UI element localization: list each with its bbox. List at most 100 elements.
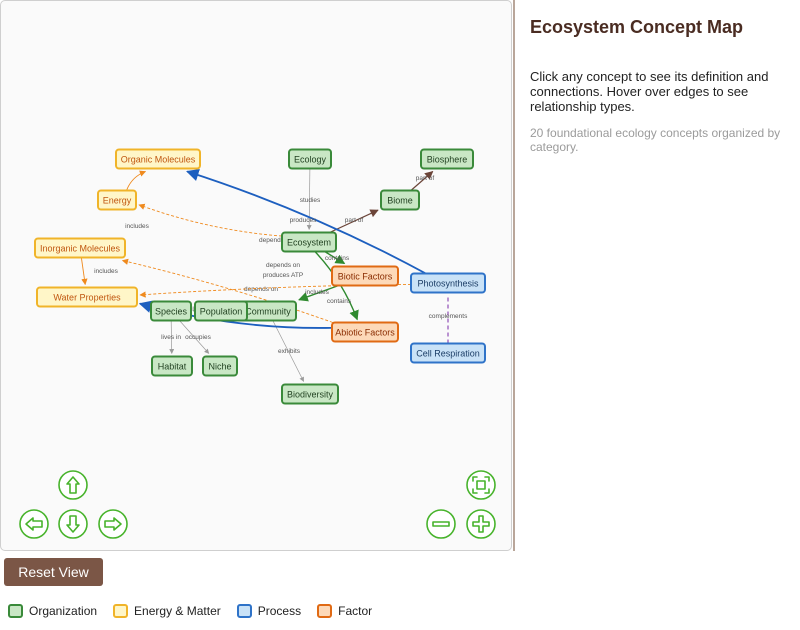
edge-label: part of	[345, 217, 364, 224]
edge-abiotic-inorganic[interactable]: depends on	[121, 258, 333, 323]
node-abiotic[interactable]: Abiotic Factors	[331, 321, 399, 343]
node-community[interactable]: Community	[239, 300, 297, 322]
panel-meta: 20 foundational ecology concepts organiz…	[530, 126, 781, 154]
node-species[interactable]: Species	[150, 300, 192, 322]
node-label: Community	[245, 307, 291, 317]
node-label: Water Properties	[53, 293, 121, 303]
edge-label: depends on	[244, 286, 278, 293]
edge-biotic-community[interactable]: includes	[298, 284, 339, 302]
edge-label: produces ATP	[263, 272, 303, 279]
arrow-down-icon[interactable]	[58, 509, 88, 539]
edge-label: part of	[416, 175, 435, 182]
node-box[interactable]	[281, 231, 337, 253]
arrow-right-icon[interactable]	[98, 509, 128, 539]
node-label: Biodiversity	[287, 390, 334, 400]
node-box[interactable]	[97, 189, 137, 211]
node-biosphere[interactable]: Biosphere	[420, 148, 474, 170]
node-box[interactable]	[150, 300, 192, 322]
zoom-out-icon[interactable]	[426, 509, 456, 539]
concept-map-canvas[interactable]: studies part of part of contains contains dep…	[0, 0, 512, 551]
edge-line[interactable]	[186, 168, 427, 275]
node-niche[interactable]: Niche	[202, 355, 238, 377]
node-box[interactable]	[36, 286, 138, 308]
arrow-left-icon[interactable]	[19, 509, 49, 539]
panel-title: Ecosystem Concept Map	[530, 17, 744, 37]
concept-map-graph[interactable]: studies part of part of contains contains dep…	[1, 1, 512, 551]
node-box[interactable]	[410, 342, 486, 364]
node-biome[interactable]: Biome	[380, 189, 420, 211]
node-label: Biome	[387, 196, 413, 206]
node-biotic[interactable]: Biotic Factors	[331, 265, 399, 287]
node-ecosystem[interactable]: Ecosystem	[281, 231, 337, 253]
node-energy[interactable]: Energy	[97, 189, 137, 211]
node-label: Photosynthesis	[417, 279, 479, 289]
node-box[interactable]	[420, 148, 474, 170]
edge-species-habitat[interactable]: lives in	[161, 320, 181, 354]
reset-view-button[interactable]: Reset View	[4, 558, 103, 586]
edge-ecosystem-energy[interactable]: depends on	[138, 203, 293, 244]
panel-description: Click any concept to see its definition …	[530, 69, 769, 114]
edge-label: depends on	[259, 237, 293, 244]
edge-label: occupies	[185, 334, 211, 341]
node-label: Niche	[208, 362, 231, 372]
edge-biome-biosphere[interactable]: part of	[410, 170, 435, 191]
edge-line[interactable]	[410, 170, 434, 191]
panel-divider[interactable]	[513, 0, 515, 551]
edge-photosynthesis-organic[interactable]: produces	[186, 168, 427, 275]
edge-line[interactable]	[126, 170, 147, 191]
edge-ecology-ecosystem[interactable]: studies	[300, 168, 321, 230]
node-box[interactable]	[281, 383, 339, 405]
edges-layer: studies part of part of contains contains dep…	[80, 168, 468, 382]
edge-line[interactable]	[306, 168, 312, 230]
node-box[interactable]	[380, 189, 420, 211]
legend-swatch-energy-matter	[113, 604, 129, 618]
node-ecology[interactable]: Ecology	[288, 148, 332, 170]
edge-line[interactable]	[138, 203, 283, 237]
node-habitat[interactable]: Habitat	[151, 355, 193, 377]
zoom-extends-icon[interactable]	[466, 470, 496, 500]
node-inorganic[interactable]: Inorganic Molecules	[34, 237, 126, 259]
edge-line[interactable]	[179, 320, 210, 354]
legend-item-organization: Organization	[8, 604, 97, 618]
legend-item-process: Process	[236, 604, 302, 618]
node-box[interactable]	[288, 148, 332, 170]
node-label: Energy	[103, 196, 132, 206]
node-respiration[interactable]: Cell Respiration	[410, 342, 486, 364]
node-box[interactable]	[151, 355, 193, 377]
node-box[interactable]	[34, 237, 126, 259]
edge-line[interactable]	[139, 283, 412, 298]
node-box[interactable]	[410, 272, 486, 294]
edge-inorganic-water[interactable]: includes	[80, 257, 119, 286]
edge-line[interactable]	[272, 320, 304, 382]
node-box[interactable]	[194, 300, 248, 322]
node-water[interactable]: Water Properties	[36, 286, 138, 308]
node-box[interactable]	[331, 321, 399, 343]
edge-ecosystem-biotic[interactable]: contains	[324, 250, 350, 265]
edge-line[interactable]	[121, 258, 333, 323]
edge-line[interactable]	[298, 284, 339, 302]
zoom-in-icon[interactable]	[466, 509, 496, 539]
edge-species-niche[interactable]: occupies	[179, 320, 212, 354]
node-population[interactable]: Population	[194, 300, 248, 322]
edge-energy-organic[interactable]: includes	[125, 170, 150, 231]
edge-line[interactable]	[324, 250, 346, 265]
node-label: Population	[200, 307, 243, 317]
node-biodiversity[interactable]: Biodiversity	[281, 383, 339, 405]
node-box[interactable]	[115, 148, 201, 170]
edge-label: contains	[327, 298, 352, 305]
node-organic[interactable]: Organic Molecules	[115, 148, 201, 170]
node-label: Abiotic Factors	[335, 328, 395, 338]
node-box[interactable]	[331, 265, 399, 287]
edge-line[interactable]	[169, 320, 175, 354]
node-photosynthesis[interactable]: Photosynthesis	[410, 272, 486, 294]
node-label: Inorganic Molecules	[40, 244, 121, 254]
arrow-up-icon[interactable]	[58, 470, 88, 500]
edge-respiration-photosynthesis[interactable]: complements	[429, 295, 468, 344]
edge-community-biodiversity[interactable]: exhibits	[272, 320, 304, 382]
legend-item-factor: Factor	[317, 604, 372, 618]
legend-label: Process	[257, 604, 302, 618]
edge-line[interactable]	[80, 257, 88, 286]
node-box[interactable]	[202, 355, 238, 377]
edge-photosynthesis-water[interactable]: produces ATP	[139, 272, 412, 298]
